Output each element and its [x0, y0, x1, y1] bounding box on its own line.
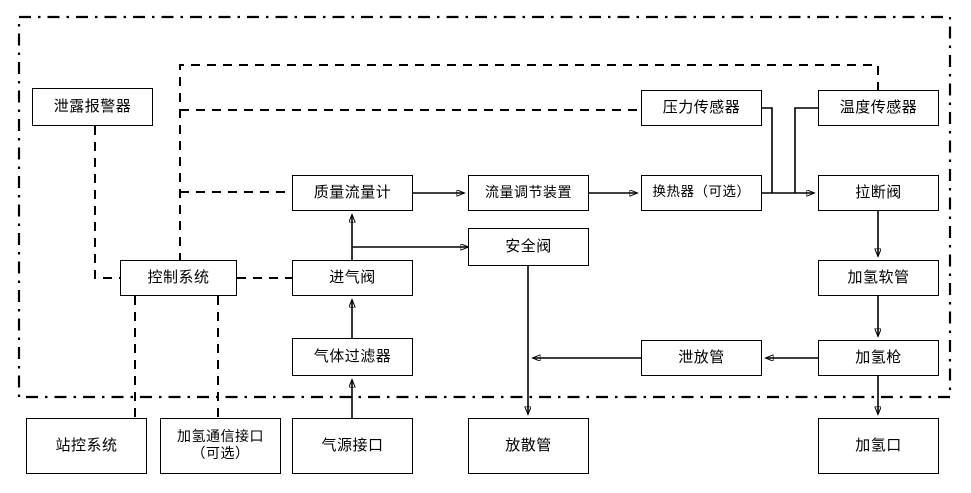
node-label: 换热器（可选）: [652, 184, 751, 201]
node-label: 加氢软管: [847, 268, 910, 287]
dispenser-boundary: [17, 15, 952, 399]
node-breakaway-valve[interactable]: 拉断阀: [818, 175, 939, 211]
node-label: 流量调节装置: [485, 184, 572, 201]
node-label: 泄放管: [678, 348, 725, 367]
node-filling-port[interactable]: 加氢口: [818, 418, 939, 474]
node-label: 拉断阀: [855, 183, 902, 202]
node-label: 质量流量计: [313, 183, 392, 202]
node-safety-valve[interactable]: 安全阀: [468, 228, 589, 266]
node-label: 安全阀: [505, 237, 552, 256]
node-gas-filter[interactable]: 气体过滤器: [292, 338, 413, 376]
node-label: 控制系统: [147, 268, 210, 287]
node-label-secondary: （可选）: [191, 446, 250, 462]
node-mass-flow-meter[interactable]: 质量流量计: [292, 175, 413, 211]
node-flow-regulator[interactable]: 流量调节装置: [468, 175, 589, 211]
node-communication-interface[interactable]: 加氢通信接口 （可选）: [160, 418, 281, 474]
node-intake-valve[interactable]: 进气阀: [292, 260, 413, 296]
node-temperature-sensor[interactable]: 温度传感器: [818, 90, 939, 126]
node-relief-pipe[interactable]: 泄放管: [641, 340, 762, 376]
node-label: 气体过滤器: [313, 347, 392, 366]
node-label: 加氢枪: [855, 348, 902, 367]
process-piping-solid: [352, 107, 878, 418]
node-label: 加氢通信接口: [177, 428, 264, 445]
node-vent-pipe[interactable]: 放散管: [468, 418, 589, 474]
signal-wires-dashed: [94, 64, 879, 418]
node-control-system[interactable]: 控制系统: [120, 260, 237, 296]
node-label: 进气阀: [329, 268, 376, 287]
node-label: 加氢口: [855, 436, 902, 455]
node-filling-nozzle[interactable]: 加氢枪: [818, 340, 939, 376]
node-label: 气源接口: [321, 436, 384, 455]
node-gas-source-interface[interactable]: 气源接口: [292, 418, 413, 474]
node-label: 温度传感器: [839, 98, 918, 117]
node-pressure-sensor[interactable]: 压力传感器: [641, 90, 762, 126]
node-label: 泄露报警器: [53, 97, 132, 116]
node-filling-hose[interactable]: 加氢软管: [818, 260, 939, 296]
node-label: 站控系统: [55, 436, 118, 455]
node-heat-exchanger[interactable]: 换热器（可选）: [641, 175, 762, 211]
node-leak-alarm[interactable]: 泄露报警器: [32, 88, 153, 126]
node-label: 压力传感器: [662, 98, 741, 117]
node-label: 放散管: [505, 436, 552, 455]
node-station-control-system[interactable]: 站控系统: [26, 418, 147, 474]
